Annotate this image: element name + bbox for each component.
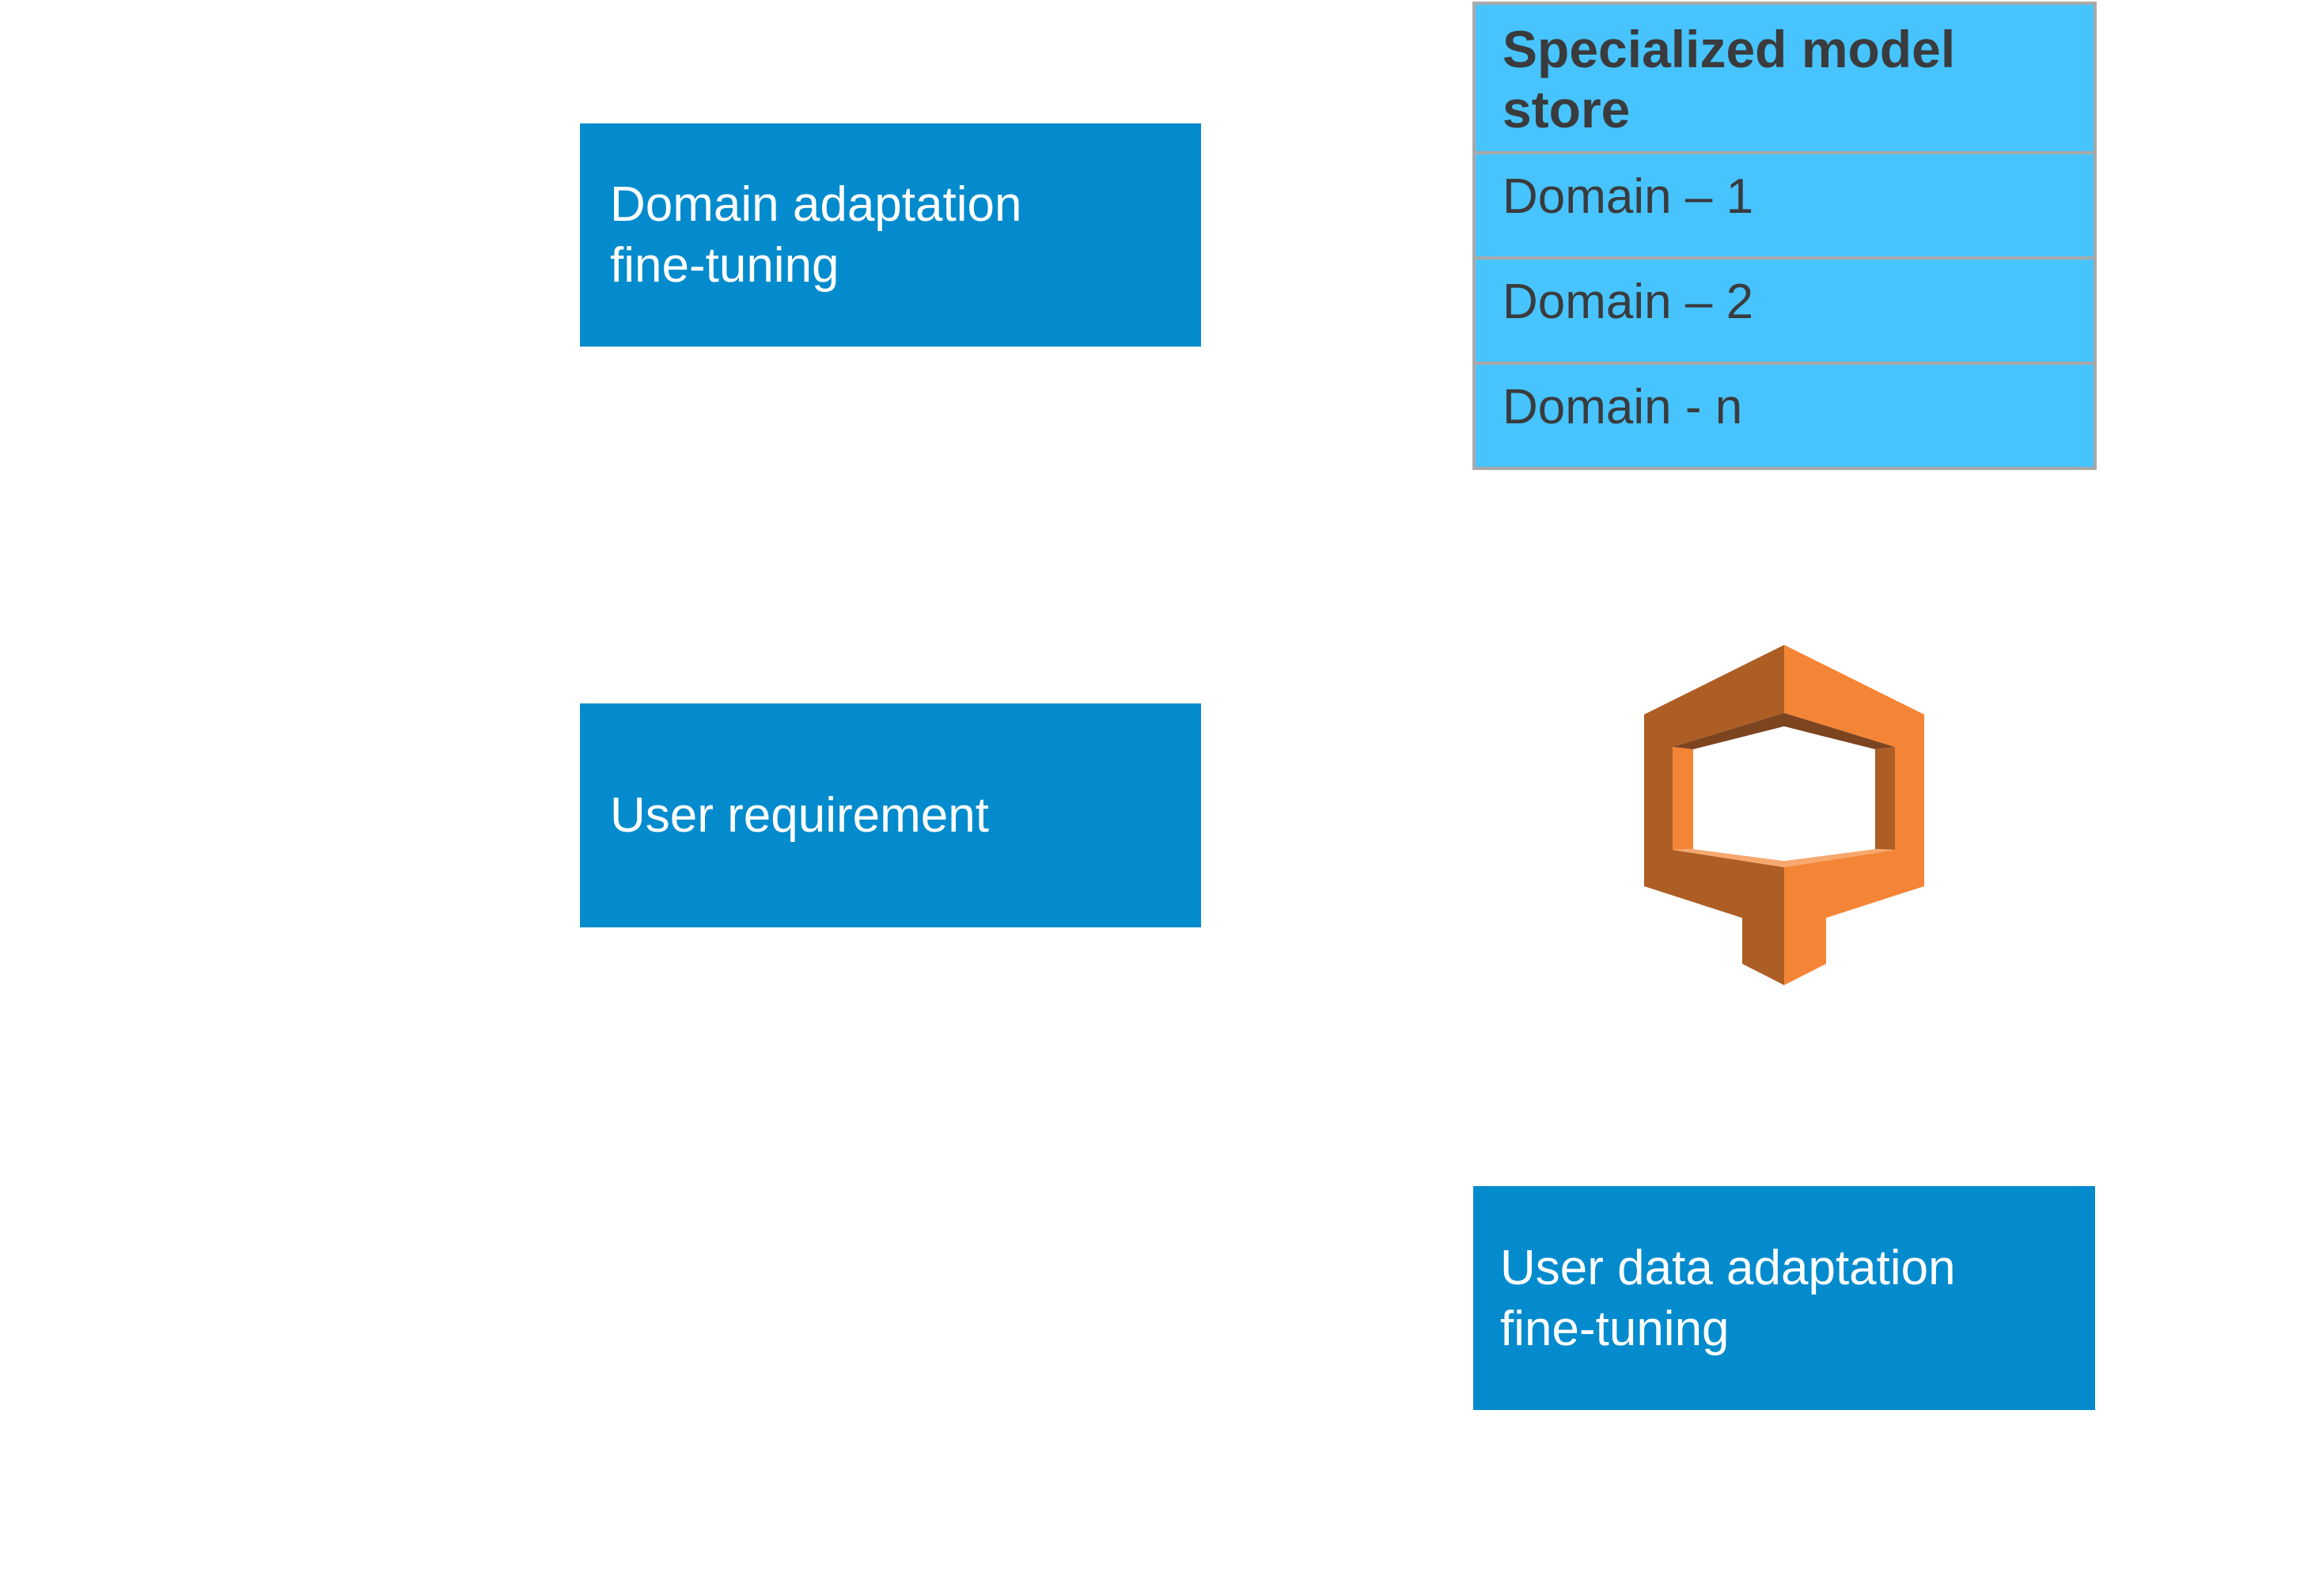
user-data-adaptation-label: User data adaptation fine-tuning: [1500, 1240, 1956, 1356]
user-requirement-label: User requirement: [610, 788, 989, 843]
domain-adaptation-label: Domain adaptation fine-tuning: [610, 177, 1022, 293]
model-store-item-label: Domain – 1: [1502, 169, 1754, 224]
model-store-title: Specialized model store: [1502, 20, 1956, 138]
icon-right-face: [1784, 645, 1924, 985]
icon-inner-left-wall: [1673, 747, 1693, 850]
model-store-item-domain-2: Domain – 2: [1476, 256, 2094, 362]
model-store-item-label: Domain – 2: [1502, 275, 1754, 329]
user-requirement-box: User requirement: [580, 703, 1201, 927]
specialized-model-store: Specialized model store Domain – 1 Domai…: [1472, 2, 2097, 470]
icon-inner-right-wall: [1875, 747, 1895, 850]
domain-adaptation-fine-tuning-box: Domain adaptation fine-tuning: [580, 123, 1201, 347]
icon-hole: [1693, 726, 1875, 861]
model-store-item-label: Domain - n: [1502, 380, 1743, 434]
sagemaker-ground-truth-icon: [1644, 645, 1924, 985]
icon-left-face: [1644, 645, 1784, 985]
model-store-item-domain-1: Domain – 1: [1476, 151, 2094, 256]
model-store-item-domain-n: Domain - n: [1476, 362, 2094, 467]
model-store-header: Specialized model store: [1476, 5, 2094, 151]
icon-inner-top-shadow: [1673, 713, 1895, 749]
icon-inner-bottom-highlight: [1673, 849, 1895, 867]
user-data-adaptation-fine-tuning-box: User data adaptation fine-tuning: [1473, 1186, 2095, 1410]
